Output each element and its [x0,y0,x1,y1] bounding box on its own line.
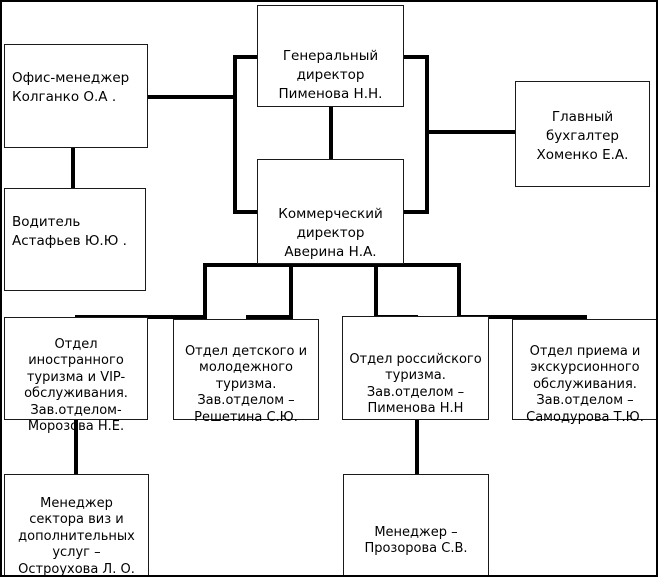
node-dept-foreign: Отдел иностранного туризма и VIP- обслуж… [4,317,148,434]
node-dept-youth-label: Отдел детского и молодежного туризма. За… [184,343,308,425]
connector-drop2-v [289,263,293,318]
connector-right-bracket-bottom [403,210,429,214]
node-manager-visa-label: Менеджер сектора виз и дополнительных ус… [18,495,135,577]
node-dept-excursion: Отдел приема и экскурсионного обслуживан… [512,319,656,425]
node-driver: Водитель Астафьев Ю.Ю . [4,188,146,291]
node-driver-label: Водитель Астафьев Ю.Ю . [12,214,127,249]
connector-general-to-commercial [329,107,333,160]
connector-right-bracket-top [403,55,429,59]
node-chief-accountant: Главный бухгалтер Хоменко Е.А. [515,81,650,187]
node-dept-foreign-label: Отдел иностранного туризма и VIP- обслуж… [24,336,128,435]
connector-office-to-bracket [148,95,235,99]
node-general-director: Генеральный директор Пименова Н.Н. [257,5,404,107]
node-dept-excursion-label: Отдел приема и экскурсионного обслуживан… [526,343,644,425]
node-dept-russian-label: Отдел российского туризма. Зав.отделом –… [349,351,482,417]
node-commercial-director-label: Коммерческий директор Аверина Н.А. [278,206,383,260]
connector-russian-to-prozorova [415,420,419,474]
node-general-director-label: Генеральный директор Пименова Н.Н. [278,48,383,102]
connector-drop3-v [374,263,378,318]
node-dept-russian: Отдел российского туризма. Зав.отделом –… [342,316,489,420]
node-office-manager-label: Офис-менеджер Колганко О.А . [12,70,130,105]
connector-drop4-h [457,315,587,319]
connector-bus [203,263,461,267]
connector-drop1-v [203,263,207,318]
connector-left-bracket-top [233,55,259,59]
node-dept-youth: Отдел детского и молодежного туризма. За… [173,319,319,425]
node-manager-prozorova: Менеджер – Прозорова С.В. [343,474,489,575]
connector-left-bracket-bottom [233,210,259,214]
connector-drop2-h [246,315,293,319]
node-manager-prozorova-label: Менеджер – Прозорова С.В. [364,524,468,557]
node-office-manager: Офис-менеджер Колганко О.А . [4,44,148,148]
connector-bracket-to-accountant [429,130,515,134]
connector-foreign-to-visa [74,420,78,474]
node-chief-accountant-label: Главный бухгалтер Хоменко Е.А. [536,109,629,163]
connector-left-bracket-v [233,55,237,214]
connector-right-bracket-v [425,55,429,214]
connector-office-to-driver [71,148,75,189]
connector-drop4-v [457,263,461,318]
node-manager-visa: Менеджер сектора виз и дополнительных ус… [4,474,149,577]
node-commercial-director: Коммерческий директор Аверина Н.А. [257,159,404,264]
